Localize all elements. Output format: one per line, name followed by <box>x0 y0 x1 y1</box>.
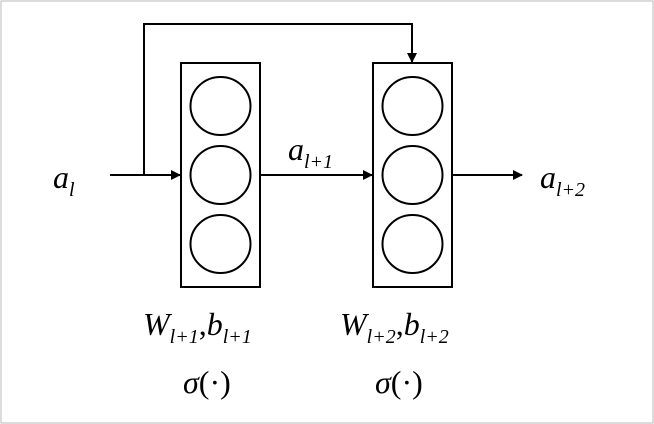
layer-1-box <box>180 62 261 288</box>
layer-1-neuron-3 <box>189 214 252 274</box>
layer-2-params: Wl+2,bl+2 <box>340 306 449 348</box>
layer-2-activation: σ(·) <box>375 364 423 400</box>
layer-2-box <box>372 62 453 288</box>
layer-1-activation: σ(·) <box>183 364 231 400</box>
layer-1-neuron-1 <box>189 76 252 136</box>
layer-2-neuron-2 <box>381 145 444 205</box>
layer-2-neuron-1 <box>381 76 444 136</box>
layer-2-neuron-3 <box>381 214 444 274</box>
output-label: al+2 <box>540 159 585 201</box>
skip-connection-arrow <box>143 23 417 175</box>
layer-1-neuron-2 <box>189 145 252 205</box>
middle-label: al+1 <box>288 131 333 173</box>
layer-1-params: Wl+1,bl+1 <box>143 306 252 348</box>
input-label: al <box>53 159 75 201</box>
